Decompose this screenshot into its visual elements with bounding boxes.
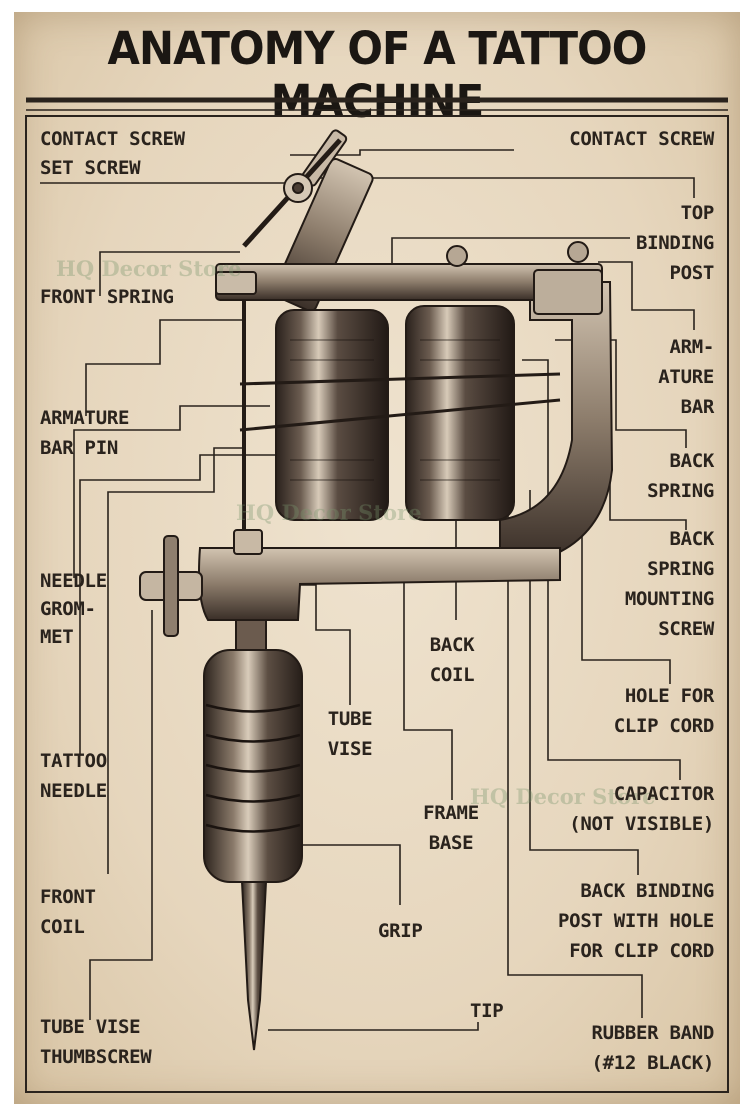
tip-part — [240, 881, 268, 1051]
watermark-2: HQ Decor Store — [236, 500, 422, 525]
label-top-binding-post: TOP BINDING POST — [636, 202, 714, 284]
label-contact-screw-right: CONTACT SCREW — [569, 128, 714, 150]
label-grip: GRIP — [378, 920, 423, 942]
label-hole-for-clip-cord: HOLE FOR CLIP CORD — [613, 685, 715, 737]
front-coil-part — [275, 309, 389, 521]
machine-illustration — [139, 129, 614, 1051]
label-needle-grommet: NEEDLE GROM- MET — [40, 570, 107, 648]
label-tattoo-needle: TATTOO NEEDLE — [40, 750, 107, 802]
label-front-spring: FRONT SPRING — [40, 286, 174, 308]
label-capacitor: CAPACITOR (NOT VISIBLE) — [569, 783, 714, 835]
frame-base-part — [198, 547, 561, 621]
label-front-coil: FRONT COIL — [40, 886, 96, 938]
label-frame-base: FRAME BASE — [423, 802, 479, 854]
poster-frame — [25, 97, 729, 1093]
label-armature-bar-pin: ARMATURE BAR PIN — [40, 407, 130, 459]
label-back-spring-mounting-screw: BACK SPRING MOUNTING SCREW — [624, 528, 714, 640]
label-back-spring: BACK SPRING — [647, 450, 714, 502]
diagram-border — [25, 115, 729, 1093]
label-tube-vise-thumbscrew: TUBE VISE THUMBSCREW — [40, 1016, 152, 1068]
watermark-3: HQ Decor Store — [470, 784, 656, 809]
label-back-coil: BACK COIL — [429, 634, 475, 686]
grip-ridges — [205, 703, 301, 833]
label-tube-vise: TUBE VISE — [327, 708, 373, 760]
rear-frame — [499, 281, 614, 561]
label-armature-bar: ARM- ATURE BAR — [658, 336, 714, 418]
label-back-binding-post: BACK BINDING POST WITH HOLE FOR CLIP COR… — [558, 880, 714, 962]
grip-part — [203, 649, 303, 883]
label-set-screw: SET SCREW — [40, 157, 141, 179]
watermark-1: HQ Decor Store — [56, 256, 242, 281]
label-rubber-band: RUBBER BAND (#12 BLACK) — [591, 1022, 714, 1074]
label-contact-screw-left: CONTACT SCREW — [40, 128, 185, 150]
label-tip: TIP — [470, 1000, 504, 1022]
